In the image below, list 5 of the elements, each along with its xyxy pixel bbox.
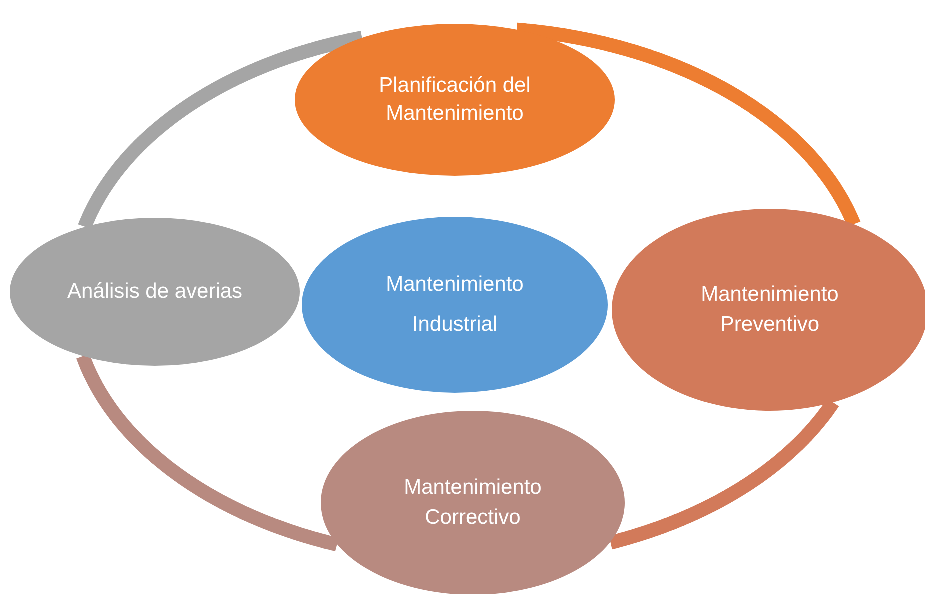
node-label: Análisis de averias (67, 279, 243, 305)
node-label: Planificación del Mantenimiento (378, 73, 532, 127)
node-label: Mantenimiento Industrial (385, 272, 525, 338)
node-label: Mantenimiento Correctivo (403, 475, 543, 531)
node-label: Mantenimiento Preventivo (700, 282, 840, 338)
